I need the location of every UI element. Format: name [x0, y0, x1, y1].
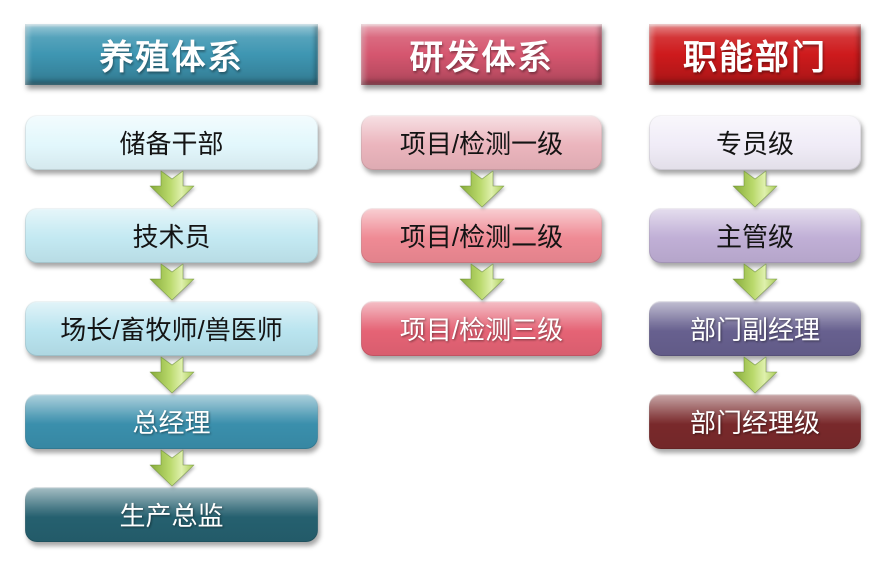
level-box: 部门经理级 [649, 394, 861, 449]
level-box: 部门副经理 [649, 301, 861, 356]
level-box: 场长/畜牧师/兽医师 [25, 301, 318, 356]
level-label: 部门经理级 [689, 408, 820, 438]
down-arrow-icon [732, 170, 778, 208]
level-stack: 专员级 主管级 部门副经理 部门经理级 [649, 115, 861, 449]
level-box: 技术员 [25, 208, 318, 263]
career-column-functional-departments: 职能部门 专员级 主管级 部门副经理 部门经理级 [649, 24, 861, 449]
level-box: 主管级 [649, 208, 861, 263]
level-box: 专员级 [649, 115, 861, 170]
column-header: 养殖体系 [25, 24, 318, 85]
level-stack: 项目/检测一级 项目/检测二级 项目/检测三级 [361, 115, 602, 356]
level-label: 储备干部 [119, 129, 224, 159]
career-column-breeding-system: 养殖体系 储备干部 技术员 场长/畜牧师/兽医师 总经理 生产总监 [25, 24, 318, 542]
level-label: 总经理 [132, 408, 211, 438]
level-label: 主管级 [715, 222, 794, 252]
column-header-label: 研发体系 [409, 39, 554, 77]
column-header-label: 养殖体系 [99, 39, 244, 77]
down-arrow-icon [149, 356, 194, 394]
down-arrow-icon [459, 263, 504, 301]
level-label: 部门副经理 [689, 315, 820, 345]
down-arrow-icon [732, 356, 778, 394]
down-arrow-icon [149, 449, 194, 487]
level-label: 项目/检测三级 [399, 315, 564, 345]
level-stack: 储备干部 技术员 场长/畜牧师/兽医师 总经理 生产总监 [25, 115, 318, 542]
level-label: 场长/畜牧师/兽医师 [60, 315, 283, 345]
career-column-rnd-system: 研发体系 项目/检测一级 项目/检测二级 项目/检测三级 [361, 24, 602, 356]
level-box: 生产总监 [25, 487, 318, 542]
level-label: 生产总监 [119, 501, 224, 531]
level-box: 储备干部 [25, 115, 318, 170]
down-arrow-icon [149, 170, 194, 208]
down-arrow-icon [149, 263, 194, 301]
level-label: 技术员 [132, 222, 211, 252]
level-box: 项目/检测三级 [361, 301, 602, 356]
column-header-label: 职能部门 [683, 39, 827, 77]
level-box: 项目/检测一级 [361, 115, 602, 170]
level-label: 项目/检测二级 [399, 222, 564, 252]
column-header: 研发体系 [361, 24, 602, 85]
down-arrow-icon [459, 170, 504, 208]
level-box: 总经理 [25, 394, 318, 449]
column-header: 职能部门 [649, 24, 861, 85]
level-label: 专员级 [715, 129, 794, 159]
down-arrow-icon [732, 263, 778, 301]
level-box: 项目/检测二级 [361, 208, 602, 263]
level-label: 项目/检测一级 [399, 129, 564, 159]
